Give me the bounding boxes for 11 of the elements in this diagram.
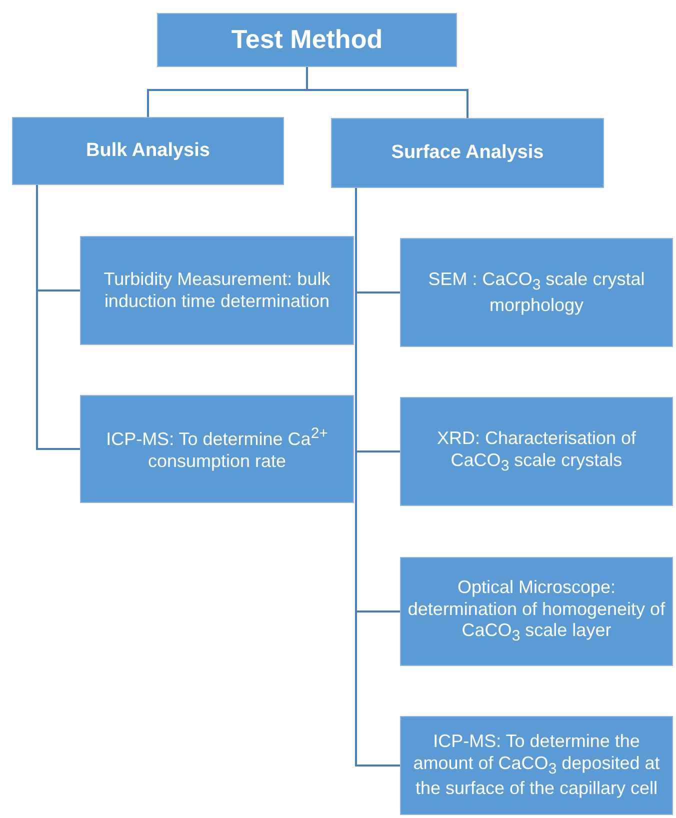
heading-box: Bulk Analysis — [12, 117, 284, 185]
connector-line — [306, 67, 468, 118]
heading-box: Test Method — [157, 13, 457, 67]
connector-line — [36, 185, 80, 450]
process-box: ICP-MS: To determine the amount of CaCO$_{3}$ deposited at the surface of the capillary cell — [400, 716, 673, 815]
process-box: Turbidity Measurement: bulk induction time determination — [80, 236, 354, 345]
process-box: ICP-MS: To determine Ca$^{2+}$ consumption rate — [80, 395, 354, 503]
process-box: SEM : CaCO$_{3}$ scale crystal morphology — [400, 238, 673, 347]
process-box: XRD: Characterisation of CaCO$_{3}$ scale crystals — [400, 397, 673, 506]
process-box: Optical Microscope: determination of homogeneity of CaCO$_{3}$ scale layer — [400, 557, 673, 666]
heading-box: Surface Analysis — [331, 118, 604, 188]
